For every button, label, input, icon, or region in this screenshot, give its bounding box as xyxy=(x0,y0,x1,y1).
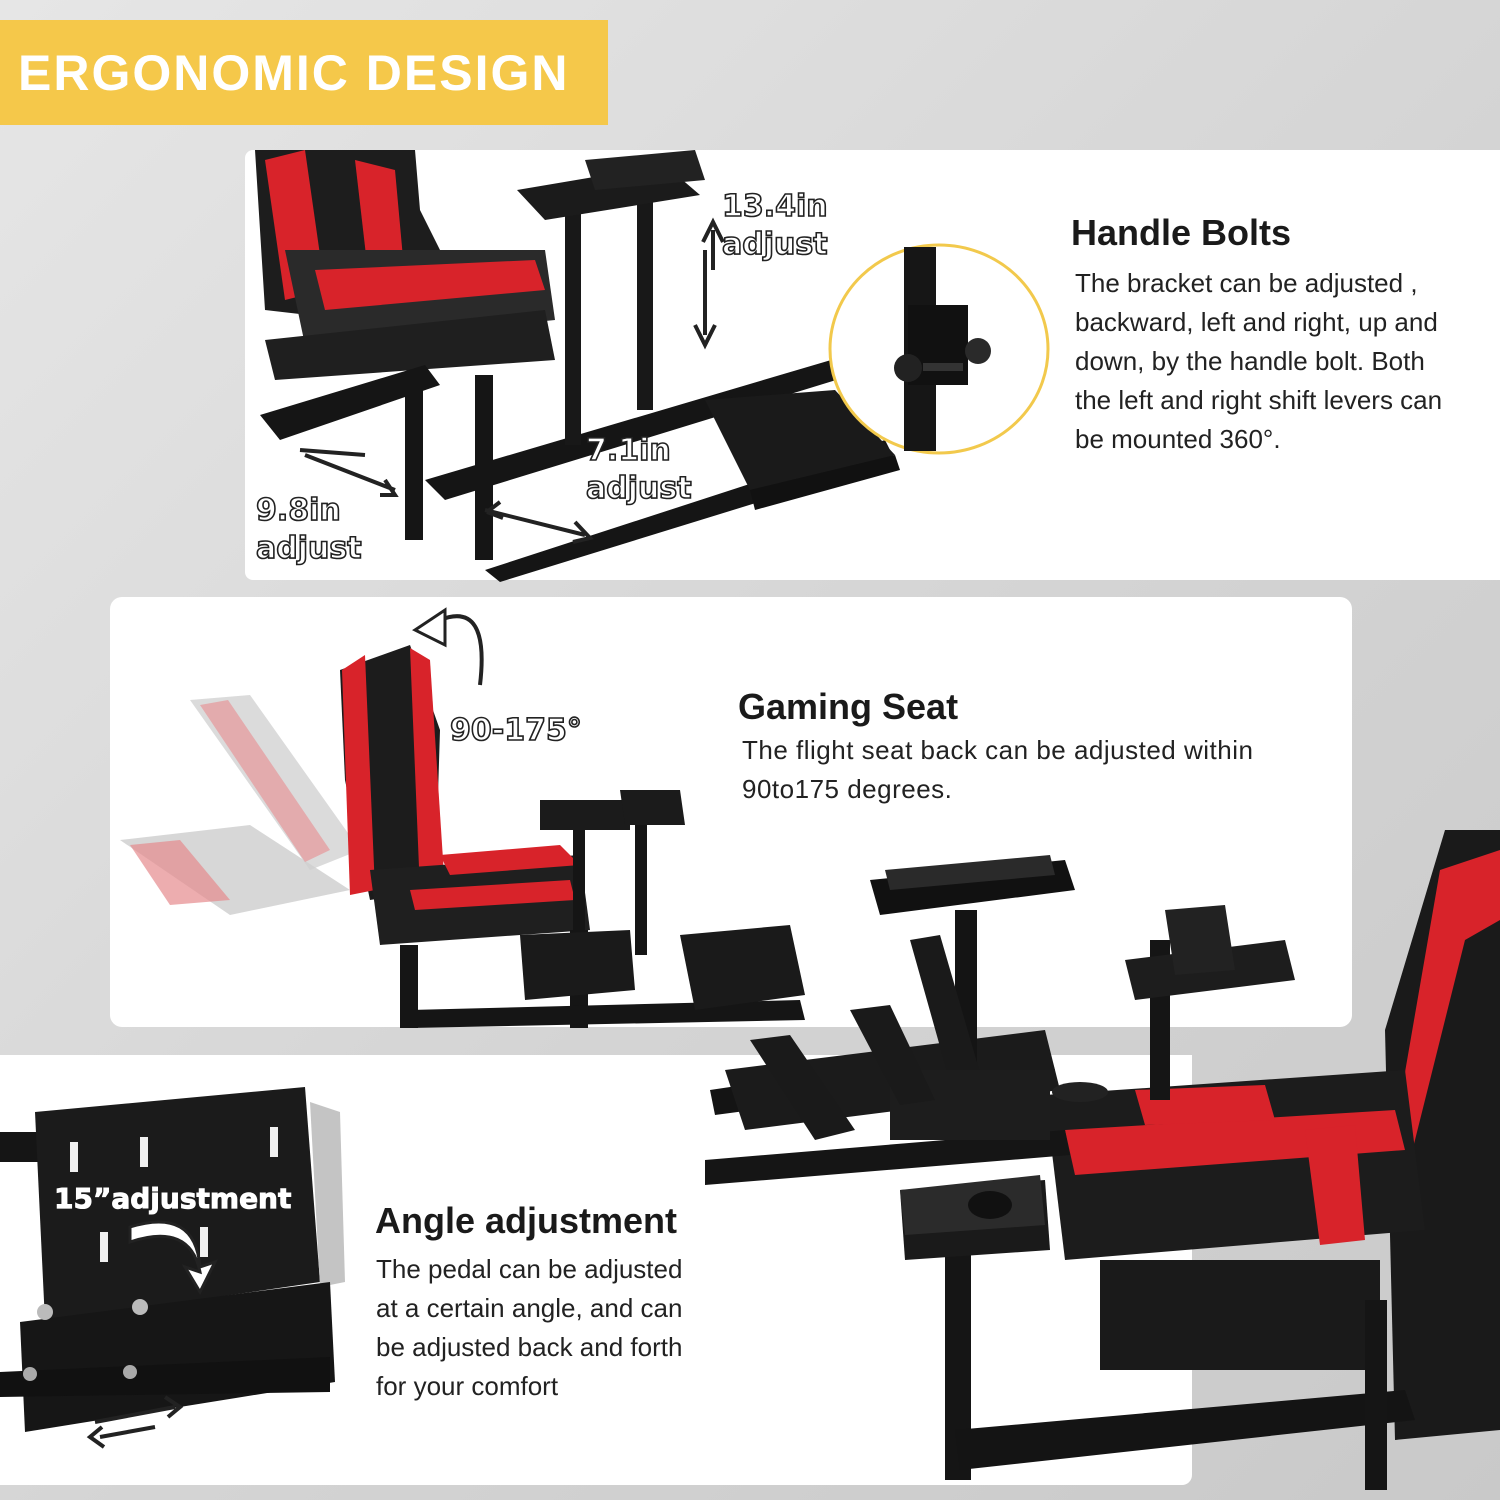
vertical-adjust-word: adjust xyxy=(721,226,828,263)
handle-bolts-line: down, by the handle bolt. Both xyxy=(1075,346,1425,376)
gaming-seat-heading: Gaming Seat xyxy=(738,686,959,727)
header-banner: ERGONOMIC DESIGN xyxy=(0,20,608,125)
vertical-adjust-value: 13.4in xyxy=(721,188,828,225)
side-adjust-label: 9.8in adjust xyxy=(255,492,362,568)
pedal-adjustment-label: 15”adjustment xyxy=(53,1182,292,1216)
handle-bolts-line: The bracket can be adjusted , xyxy=(1075,268,1418,298)
reclining-seat-illustration xyxy=(120,607,805,1028)
handle-bolts-heading: Handle Bolts xyxy=(1071,212,1292,253)
depth-adjust-label: 7.1in adjust xyxy=(585,432,692,508)
banner-title: ERGONOMIC DESIGN xyxy=(18,44,570,101)
seat-angle-label: 90-175° xyxy=(449,712,582,749)
angle-adjustment-line: at a certain angle, and can xyxy=(376,1293,683,1323)
angle-adjustment-line: for your comfort xyxy=(376,1371,559,1401)
angle-adjustment-heading: Angle adjustment xyxy=(375,1200,678,1241)
angle-adjustment-line: be adjusted back and forth xyxy=(376,1332,683,1362)
angle-adjustment-description: The pedal can be adjusted at a certain a… xyxy=(376,1250,736,1406)
vertical-adjust-label: 13.4in adjust xyxy=(721,188,828,264)
angle-adjustment-line: The pedal can be adjusted xyxy=(376,1254,683,1284)
handle-bolts-line: the left and right shift levers can xyxy=(1075,385,1443,415)
flight-cockpit-illustration xyxy=(705,830,1500,1490)
handle-bolt-closeup xyxy=(828,243,1050,455)
handle-bolts-line: backward, left and right, up and xyxy=(1075,307,1438,337)
handle-bolts-line: be mounted 360°. xyxy=(1075,424,1281,454)
gaming-seat-description: The flight seat back can be adjusted wit… xyxy=(742,731,1342,809)
depth-adjust-value: 7.1in xyxy=(585,432,671,469)
side-adjust-word: adjust xyxy=(255,530,362,567)
side-adjust-value: 9.8in xyxy=(255,492,341,529)
depth-adjust-word: adjust xyxy=(585,470,692,507)
gaming-seat-line: 90to175 degrees. xyxy=(742,774,953,804)
cockpit-frame-illustration xyxy=(255,150,900,582)
gaming-seat-line: The flight seat back can be adjusted wit… xyxy=(742,735,1254,765)
pedal-plate-illustration xyxy=(0,1087,345,1449)
handle-bolts-description: The bracket can be adjusted , backward, … xyxy=(1075,264,1495,459)
